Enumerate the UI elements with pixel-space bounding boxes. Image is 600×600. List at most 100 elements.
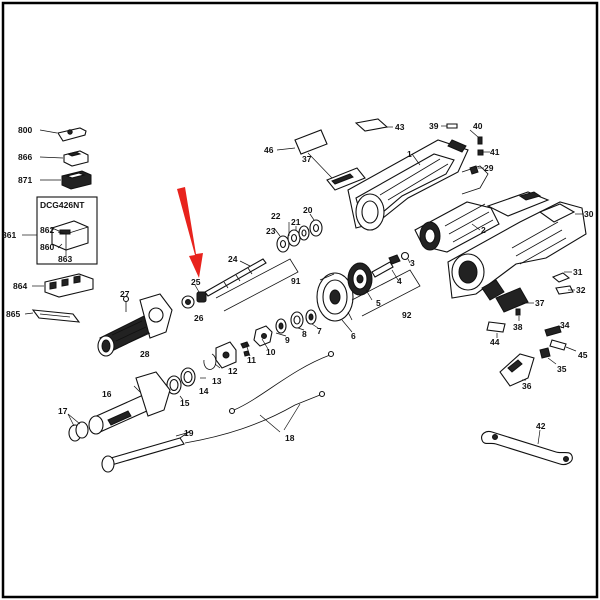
callout-800[interactable]: 800 — [18, 125, 32, 135]
callout-31[interactable]: 31 — [573, 267, 583, 277]
callout-19[interactable]: 19 — [184, 428, 194, 438]
part-7-bearing[interactable] — [305, 309, 317, 325]
callout-871[interactable]: 871 — [18, 175, 32, 185]
callout-9[interactable]: 9 — [285, 335, 290, 345]
callout-21[interactable]: 21 — [291, 217, 301, 227]
callout-8[interactable]: 8 — [302, 329, 307, 339]
part-10-nut[interactable] — [253, 325, 273, 347]
callout-39[interactable]: 39 — [429, 121, 439, 131]
kit-box-dcg426nt[interactable] — [22, 196, 98, 265]
part-45-spring[interactable] — [549, 339, 567, 351]
part-44-label[interactable] — [486, 321, 506, 333]
part-15-o-ring[interactable] — [166, 375, 182, 395]
part-5-bevel-gear[interactable] — [347, 262, 373, 296]
callout-866[interactable]: 866 — [18, 152, 32, 162]
part-27-screw[interactable] — [122, 295, 130, 313]
part-864-case[interactable] — [32, 273, 94, 298]
part-37-switch-cover-bottom[interactable] — [495, 287, 534, 313]
callout-27[interactable]: 27 — [120, 289, 130, 299]
callout-38[interactable]: 38 — [513, 322, 523, 332]
callout-43[interactable]: 43 — [395, 122, 405, 132]
part-16-extension-housing[interactable] — [88, 371, 171, 435]
callout-12[interactable]: 12 — [228, 366, 238, 376]
part-26-bearing[interactable] — [181, 295, 195, 309]
part-800-key[interactable] — [39, 127, 87, 142]
part-46-label[interactable] — [276, 129, 328, 155]
callout-18[interactable]: 18 — [285, 433, 295, 443]
callout-860[interactable]: 860 — [40, 242, 54, 252]
callout-32[interactable]: 32 — [576, 285, 586, 295]
part-17-o-rings[interactable] — [68, 421, 89, 442]
callout-45[interactable]: 45 — [578, 350, 588, 360]
part-32-lever[interactable] — [555, 285, 574, 295]
part-9-bushing[interactable] — [275, 318, 287, 334]
callout-865[interactable]: 865 — [6, 309, 20, 319]
part-1-housing-half[interactable] — [347, 139, 489, 231]
callout-5[interactable]: 5 — [376, 298, 381, 308]
callout-13[interactable]: 13 — [212, 376, 222, 386]
part-20-washer[interactable] — [309, 219, 323, 237]
callout-2[interactable]: 2 — [481, 225, 486, 235]
part-40-screw[interactable] — [477, 136, 483, 145]
part-29-clip[interactable] — [469, 165, 479, 175]
callout-44[interactable]: 44 — [490, 337, 500, 347]
callout-3[interactable]: 3 — [410, 258, 415, 268]
part-871-battery-large[interactable] — [40, 170, 92, 190]
callout-1[interactable]: 1 — [407, 149, 412, 159]
callout-26[interactable]: 26 — [194, 313, 204, 323]
part-22-washer[interactable] — [287, 229, 301, 247]
callout-861[interactable]: 861 — [2, 230, 16, 240]
part-19-cover[interactable] — [101, 430, 191, 473]
part-3-small-washer[interactable] — [400, 251, 410, 261]
part-38-screw[interactable] — [515, 308, 521, 316]
part-35-switch-button[interactable] — [539, 347, 551, 359]
callout-35[interactable]: 35 — [557, 364, 567, 374]
part-4-pinion-shaft[interactable] — [371, 254, 401, 278]
part-25-collar[interactable] — [196, 291, 207, 303]
part-2-motor[interactable] — [414, 191, 550, 253]
part-14-o-ring[interactable] — [180, 367, 196, 387]
part-31-lever[interactable] — [551, 272, 571, 283]
part-18-wires[interactable] — [184, 350, 335, 444]
part-6-gear-case[interactable] — [316, 272, 354, 322]
callout-91[interactable]: 91 — [291, 276, 301, 286]
callout-16[interactable]: 16 — [102, 389, 112, 399]
callout-34[interactable]: 34 — [560, 320, 570, 330]
callout-11[interactable]: 11 — [247, 355, 256, 365]
part-866-battery-small[interactable] — [39, 150, 89, 167]
part-8-ring[interactable] — [290, 311, 304, 329]
callout-17[interactable]: 17 — [58, 406, 68, 416]
part-34-switch[interactable] — [544, 325, 562, 337]
part-39-screw[interactable] — [441, 123, 458, 129]
part-42-spanner-wrench[interactable] — [481, 429, 573, 466]
callout-42[interactable]: 42 — [536, 421, 546, 431]
callout-46[interactable]: 46 — [264, 145, 274, 155]
callout-863[interactable]: 863 — [58, 254, 72, 264]
callout-37-top[interactable]: 37 — [302, 154, 312, 164]
callout-4[interactable]: 4 — [397, 276, 402, 286]
callout-10[interactable]: 10 — [266, 347, 276, 357]
part-36-paddle-switch[interactable] — [499, 353, 535, 387]
callout-30[interactable]: 30 — [584, 209, 594, 219]
callout-7[interactable]: 7 — [317, 326, 322, 336]
part-24-spindle[interactable] — [204, 258, 267, 297]
part-865-label[interactable] — [24, 309, 81, 323]
callout-864[interactable]: 864 — [13, 281, 27, 291]
callout-14[interactable]: 14 — [199, 386, 209, 396]
part-21-washer[interactable] — [298, 225, 310, 241]
part-23-washer[interactable] — [276, 235, 290, 253]
callout-92[interactable]: 92 — [402, 310, 412, 320]
callout-40[interactable]: 40 — [473, 121, 483, 131]
callout-23[interactable]: 23 — [266, 226, 276, 236]
part-43-label[interactable] — [354, 118, 393, 132]
callout-29[interactable]: 29 — [484, 163, 494, 173]
part-30-housing-half[interactable] — [447, 201, 587, 301]
part-37-switch-cover-top[interactable] — [326, 167, 366, 191]
callout-25[interactable]: 25 — [191, 277, 201, 287]
callout-37-bottom[interactable]: 37 — [535, 298, 545, 308]
callout-28[interactable]: 28 — [140, 349, 150, 359]
callout-36[interactable]: 36 — [522, 381, 532, 391]
part-28-gear-housing[interactable] — [97, 293, 173, 357]
callout-6[interactable]: 6 — [351, 331, 356, 341]
callout-15[interactable]: 15 — [180, 398, 190, 408]
